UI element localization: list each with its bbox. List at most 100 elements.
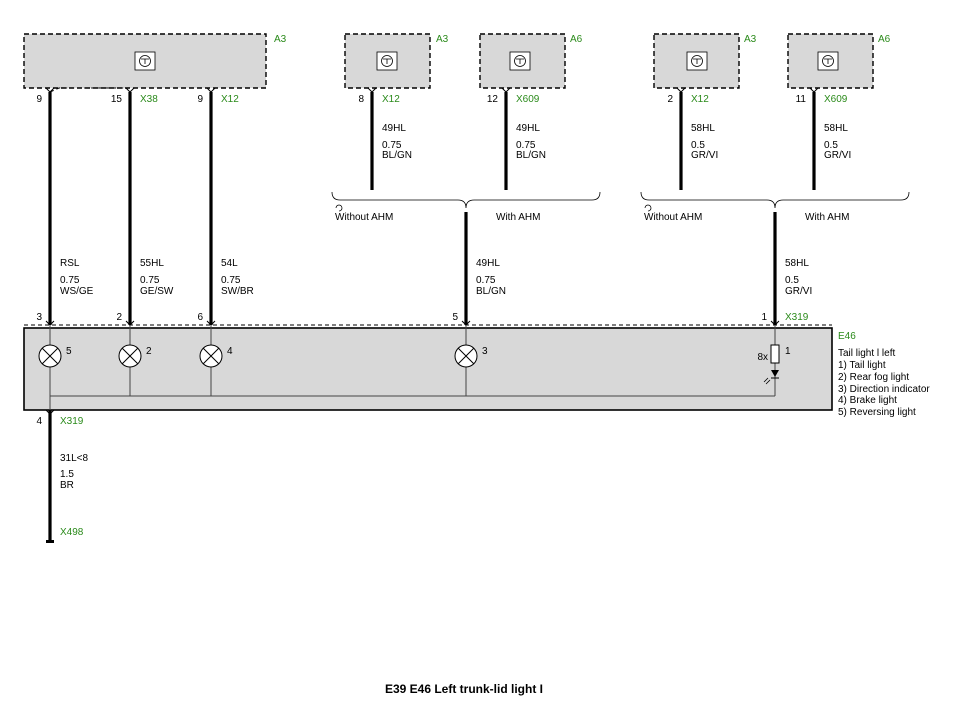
top-pin-labels: 9 15 X38 9 X12 8 X12 12 X609 2 X12 11 X6… [36, 94, 847, 105]
wire-name: 55HL [140, 258, 164, 269]
wire-color: WS/GE [60, 286, 94, 297]
unit-icon [509, 51, 531, 71]
led-count: 8x [757, 352, 768, 363]
lamp-reversing: 5 [38, 344, 72, 368]
pin-number: 2 [116, 312, 122, 323]
led-tail-light: 8x 1 [757, 344, 791, 385]
connector-label: X609 [516, 94, 540, 105]
wire-color: SW/BR [221, 286, 254, 297]
control-unit-s4: A6 [787, 33, 891, 89]
pin-number: 9 [197, 94, 203, 105]
wire-color: GE/SW [140, 286, 174, 297]
wire-color: BL/GN [476, 286, 506, 297]
unit-label: A3 [436, 34, 449, 45]
wire-name: 31L<8 [60, 453, 89, 464]
wire-color: BR [60, 480, 74, 491]
variant-with-label: With AHM [805, 212, 849, 223]
legend-item: 1) Tail light [838, 360, 886, 371]
wire-name: 49HL [382, 123, 406, 134]
pin-number: 9 [36, 94, 42, 105]
pin-number: 3 [36, 312, 42, 323]
variant-brace-1: Without AHM With AHM [331, 191, 601, 223]
variant-brace-2: Without AHM With AHM [640, 191, 910, 223]
ground-symbol-icon [46, 540, 54, 543]
unit-icon [134, 51, 156, 71]
wire-size: 0.75 [382, 140, 402, 151]
wire-color: GR/VI [691, 150, 718, 161]
control-unit-s2: A6 [479, 33, 583, 89]
wire-size: 0.75 [140, 275, 160, 286]
control-unit-s1: A3 [344, 33, 449, 89]
unit-icon [817, 51, 839, 71]
wire-name: RSL [60, 258, 80, 269]
connector-label: X38 [140, 94, 158, 105]
connector-label: X12 [221, 94, 239, 105]
led-number: 1 [785, 346, 791, 357]
control-unit-s3: A3 [653, 33, 757, 89]
wire-color: BL/GN [382, 150, 412, 161]
pin-number: 8 [358, 94, 364, 105]
unit-label: A3 [744, 34, 757, 45]
legend-item: 5) Reversing light [838, 407, 916, 418]
upper-wire-specs: 49HL 0.75 BL/GN 49HL 0.75 BL/GN 58HL 0.5… [382, 123, 851, 161]
wire-name: 49HL [516, 123, 540, 134]
variant-with-label: With AHM [496, 212, 540, 223]
wires [48, 92, 816, 540]
wire-name: 58HL [691, 123, 715, 134]
wire-color: GR/VI [785, 286, 812, 297]
pin-number: 12 [487, 94, 499, 105]
pin-terminals-e46 [45, 320, 780, 326]
pin-number: 1 [761, 312, 767, 323]
legend-title: Tail light l left [838, 348, 895, 359]
connector-label: X319 [60, 416, 84, 427]
control-unit-main: A3 [23, 33, 287, 89]
unit-label: A6 [570, 34, 583, 45]
wire-name: 49HL [476, 258, 500, 269]
component-legend: E46 Tail light l left 1) Tail light 2) R… [838, 331, 930, 418]
pin-number: 5 [452, 312, 458, 323]
legend-item: 2) Rear fog light [838, 372, 909, 383]
lamp-number: 4 [227, 346, 233, 357]
connector-label: X12 [382, 94, 400, 105]
unit-icon [376, 51, 398, 71]
connector-label: X319 [785, 312, 809, 323]
lamp-number: 2 [146, 346, 152, 357]
pin-number: 6 [197, 312, 203, 323]
diagram-title: E39 E46 Left trunk-lid light I [385, 682, 543, 696]
lamp-number: 5 [66, 346, 72, 357]
e46-pin-labels: 3 2 6 5 1 X319 [36, 312, 808, 323]
lamp-brake: 4 [199, 344, 233, 368]
lamp-direction-indicator: 3 [454, 344, 488, 368]
wire-size: 0.5 [785, 275, 799, 286]
connector-label: X12 [691, 94, 709, 105]
unit-label: A3 [274, 34, 287, 45]
wire-name: 58HL [824, 123, 848, 134]
ground-point-label: X498 [60, 527, 84, 538]
legend-item: 3) Direction indicator [838, 384, 930, 395]
pin-number: 15 [111, 94, 123, 105]
unit-icon [686, 51, 708, 71]
component-label: E46 [838, 331, 856, 342]
lower-wire-specs: RSL 0.75 WS/GE 55HL 0.75 GE/SW 54L 0.75 … [60, 258, 812, 297]
tail-light-component: 5 2 4 3 8x 1 [23, 320, 833, 411]
lamp-rear-fog: 2 [118, 344, 152, 368]
wire-size: 0.75 [221, 275, 241, 286]
wire-name: 54L [221, 258, 238, 269]
wire-size: 1.5 [60, 469, 74, 480]
wire-size: 0.5 [824, 140, 838, 151]
wire-name: 58HL [785, 258, 809, 269]
unit-label: A6 [878, 34, 891, 45]
pin-number: 2 [667, 94, 673, 105]
legend-item: 4) Brake light [838, 395, 897, 406]
wire-size: 0.75 [60, 275, 80, 286]
wire-color: GR/VI [824, 150, 851, 161]
ground-section: 4 X319 31L<8 1.5 BR X498 [36, 409, 89, 543]
wire-size: 0.5 [691, 140, 705, 151]
wire-size: 0.75 [516, 140, 536, 151]
variant-without-label: Without AHM [335, 212, 393, 223]
variant-without-label: Without AHM [644, 212, 702, 223]
pin-number: 11 [796, 94, 807, 105]
lamp-number: 3 [482, 346, 488, 357]
wire-size: 0.75 [476, 275, 496, 286]
